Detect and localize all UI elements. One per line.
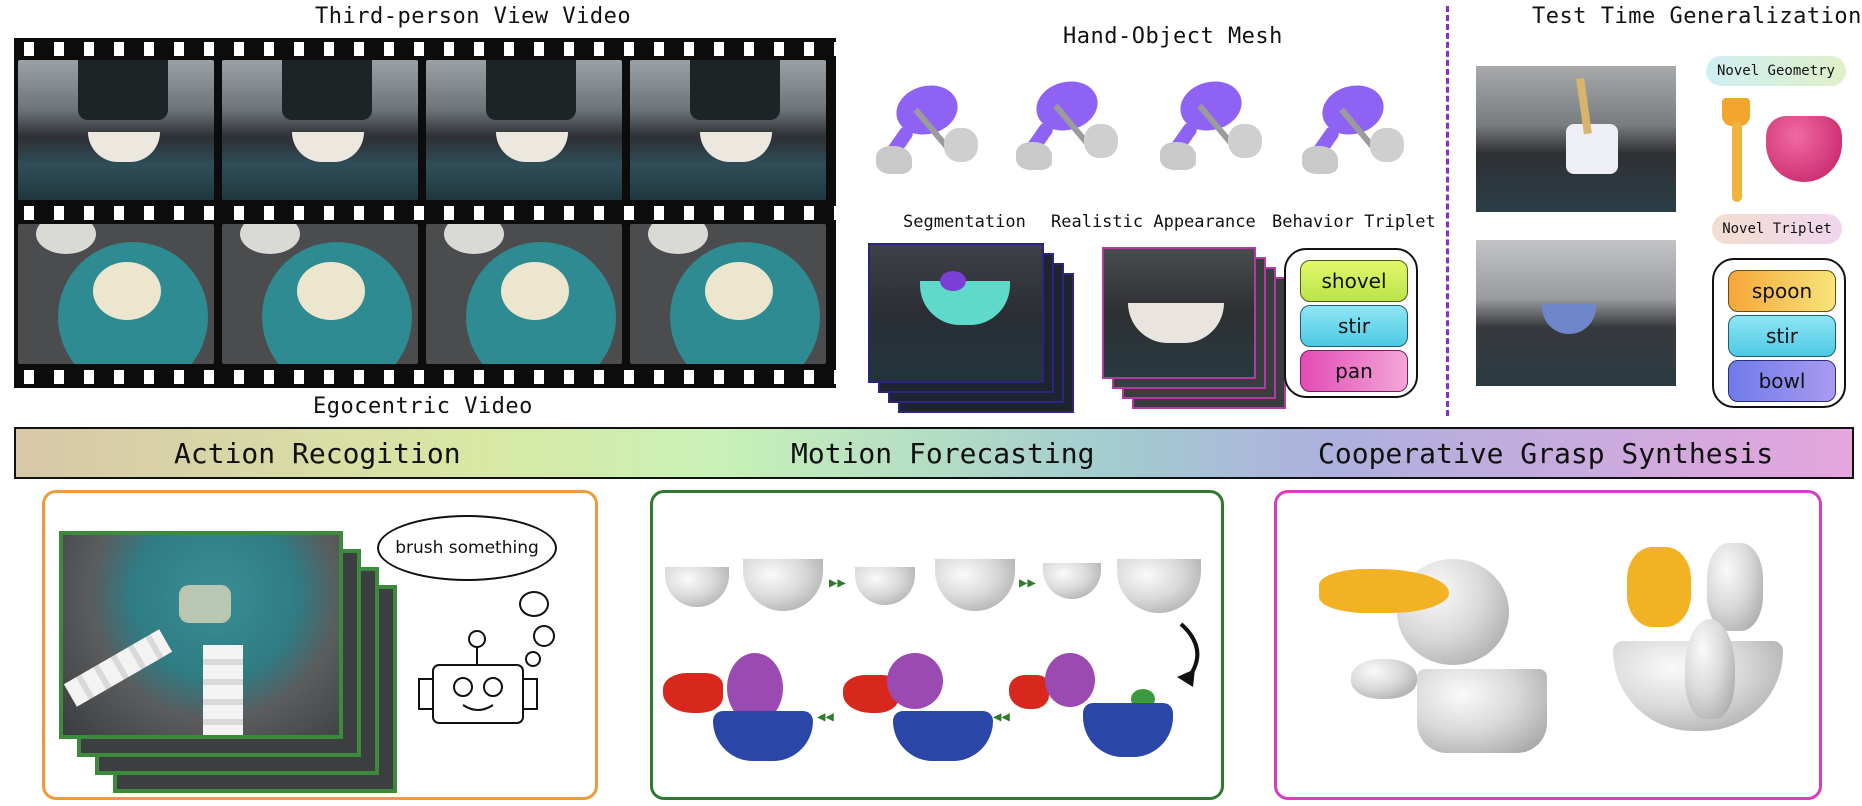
- triplet-object-pan: pan: [1300, 350, 1408, 392]
- novel-triplet-badge: Novel Triplet: [1712, 214, 1842, 244]
- curved-arrow-icon: [1177, 622, 1200, 687]
- grasp-synthesis-box: [1274, 490, 1822, 800]
- thought-dot-large: [519, 591, 549, 617]
- forecast-group-4: [1083, 689, 1193, 779]
- hand-object-mesh-3: [1158, 72, 1270, 172]
- task-motion-forecasting: Motion Forecasting: [791, 437, 1095, 470]
- film-perforation-middle: [14, 206, 836, 220]
- robot-icon: [418, 630, 538, 724]
- novel-geometry-badge: Novel Geometry: [1706, 56, 1846, 86]
- third-person-frame-1: [18, 60, 214, 200]
- novel-triplet-box: spoon stir bowl: [1712, 258, 1846, 408]
- egocentric-frame-3: [426, 224, 622, 364]
- novel-triplet-bowl: bowl: [1728, 360, 1836, 402]
- dashed-divider: [1446, 6, 1449, 416]
- film-perforation-top: [14, 42, 836, 56]
- hand-object-mesh-1: [874, 76, 986, 176]
- task-action-recognition: Action Recogition: [174, 437, 461, 470]
- realistic-title: Realistic Appearance: [1051, 212, 1256, 232]
- arrow-4: ◀◀: [993, 709, 1010, 725]
- arrow-2: ▶▶: [1019, 575, 1036, 591]
- behavior-title: Behavior Triplet: [1272, 212, 1436, 232]
- thought-dot-medium: [533, 625, 555, 647]
- novel-pot: [1766, 116, 1842, 182]
- speech-bubble: brush something: [377, 515, 557, 581]
- test-photo-spoon-pot: [1476, 66, 1676, 212]
- test-time-title: Test Time Generalization: [1532, 4, 1862, 29]
- realistic-stack: [1102, 247, 1286, 409]
- film-strip: [14, 38, 836, 388]
- novel-triplet-spoon: spoon: [1728, 270, 1836, 312]
- bowl-mesh-6: [1117, 559, 1201, 613]
- hand-object-mesh-2: [1014, 72, 1126, 172]
- mesh-title: Hand-Object Mesh: [1063, 24, 1283, 49]
- egocentric-frame-4: [630, 224, 826, 364]
- bowl-mesh-2: [743, 559, 823, 611]
- grasp-gray-hand: [1351, 659, 1417, 699]
- novel-spatula: [1722, 98, 1750, 126]
- action-recognition-box: brush something: [42, 490, 598, 800]
- novel-spatula-handle: [1732, 122, 1742, 202]
- motion-forecasting-box: ▶▶ ▶▶ ◀◀ ◀◀: [650, 490, 1224, 800]
- behavior-triplet-box: shovel stir pan: [1284, 248, 1418, 398]
- tasks-bar: Action Recogition Motion Forecasting Coo…: [14, 427, 1854, 479]
- egocentric-title: Egocentric Video: [313, 394, 533, 419]
- bowl-mesh-5: [1043, 563, 1101, 599]
- film-perforation-bottom: [14, 370, 836, 384]
- novel-triplet-stir: stir: [1728, 315, 1836, 357]
- forecast-group-1: [663, 653, 823, 773]
- bowl-mesh-1: [665, 567, 729, 607]
- test-photo-bowl: [1476, 240, 1676, 386]
- grasp-orange-hand-2: [1627, 547, 1691, 627]
- segmentation-image: [868, 243, 1044, 383]
- egocentric-frame-2: [222, 224, 418, 364]
- triplet-verb-shovel: shovel: [1300, 260, 1408, 302]
- third-person-frame-3: [426, 60, 622, 200]
- grasp-orange-hand-1: [1319, 569, 1449, 613]
- bowl-mesh-4: [935, 559, 1015, 611]
- grasp-gray-hand-2: [1707, 543, 1763, 631]
- arrow-1: ▶▶: [829, 575, 846, 591]
- grasp-pot-mesh: [1417, 669, 1547, 753]
- third-person-title: Third-person View Video: [315, 4, 632, 29]
- forecast-group-2: [843, 653, 1003, 773]
- segmentation-stack: [868, 243, 1074, 413]
- triplet-verb-stir: stir: [1300, 305, 1408, 347]
- hand-object-mesh-4: [1300, 76, 1412, 176]
- ego-frame-image: [59, 531, 343, 739]
- grasp-spoon-mesh: [1685, 619, 1735, 719]
- third-person-frame-2: [222, 60, 418, 200]
- third-person-frame-4: [630, 60, 826, 200]
- realistic-image: [1102, 247, 1256, 379]
- forecast-group-3: [1009, 653, 1109, 733]
- thought-dot-small: [525, 651, 541, 667]
- bowl-mesh-3: [855, 567, 915, 605]
- task-cooperative-grasp: Cooperative Grasp Synthesis: [1318, 437, 1774, 470]
- arrow-3: ◀◀: [817, 709, 834, 725]
- egocentric-frame-1: [18, 224, 214, 364]
- segmentation-title: Segmentation: [903, 212, 1026, 232]
- speech-text: brush something: [395, 538, 539, 558]
